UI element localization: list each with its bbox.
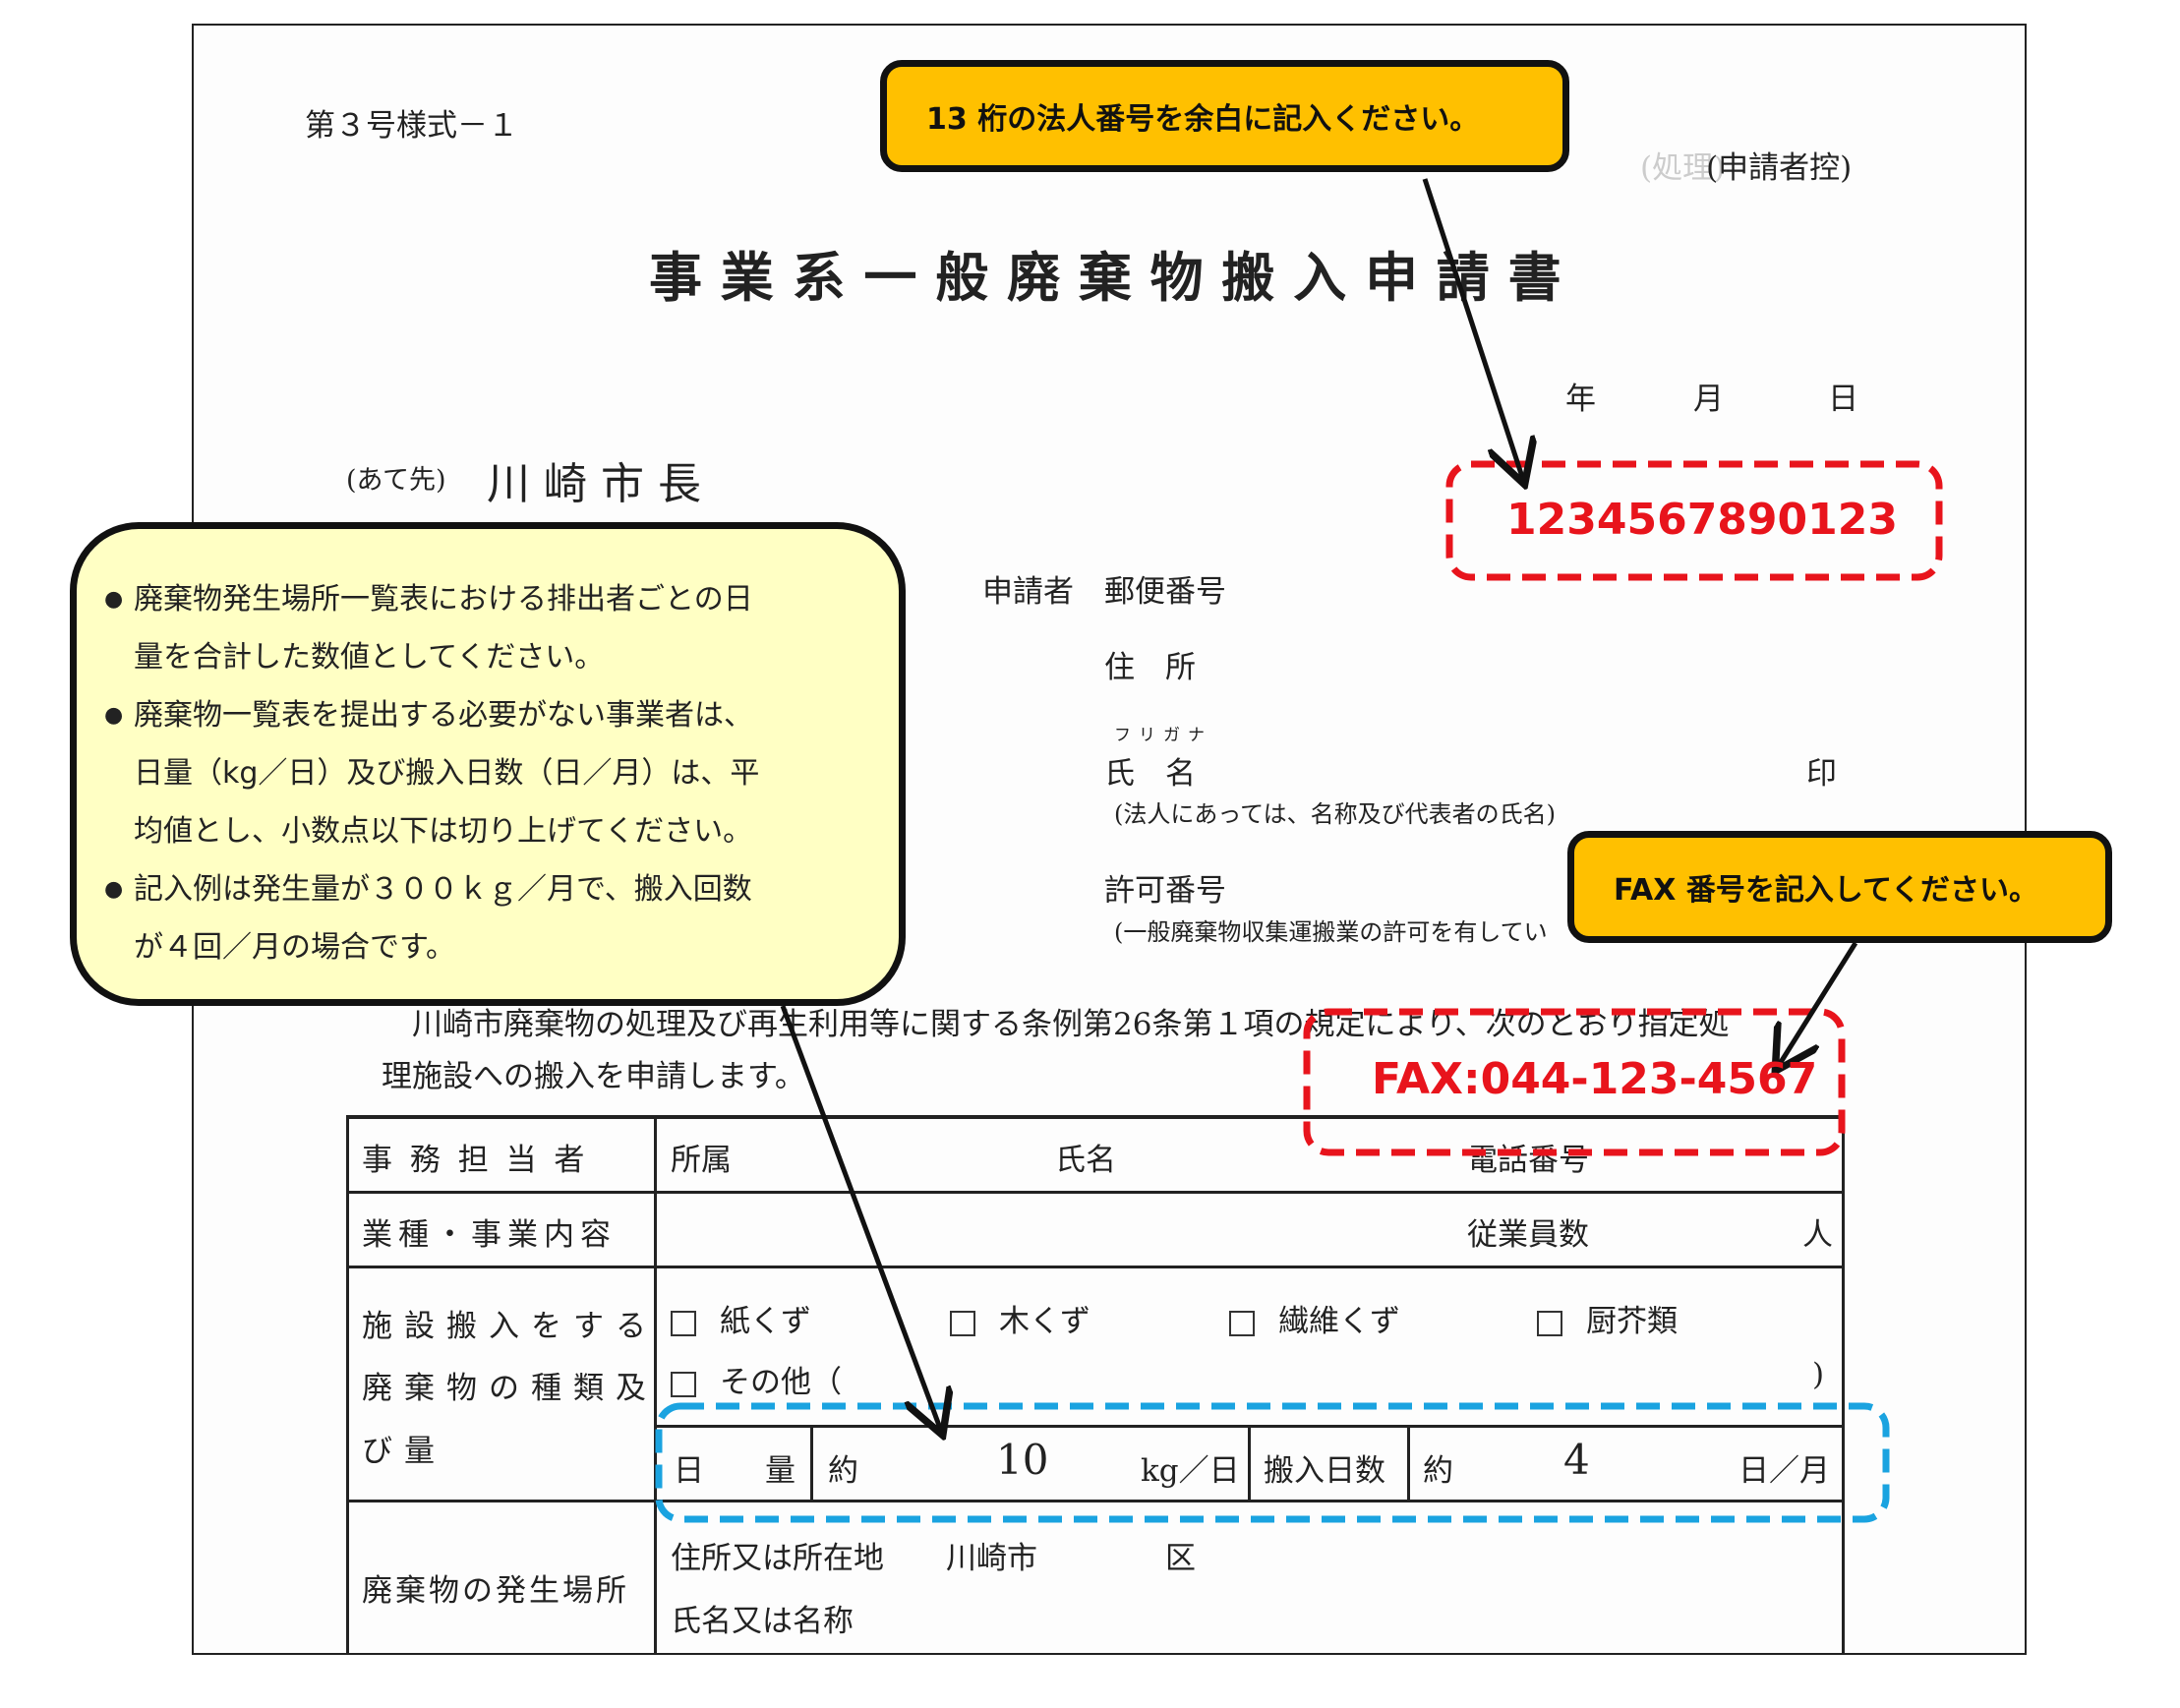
applicant-label: 申請者: [982, 574, 1074, 610]
form-number: 第３号様式－１: [305, 108, 518, 144]
days-unit: 日／月: [1738, 1453, 1830, 1489]
fax-example: FAX:044-123-4567: [1372, 1054, 1818, 1104]
origin-address-label: 住所又は所在地: [671, 1541, 884, 1576]
row-divider: [346, 1266, 1845, 1268]
table-border: [1842, 1115, 1845, 1653]
column-divider: [1248, 1425, 1251, 1500]
addressee-prefix: (あて先): [346, 465, 446, 496]
daily-approx: 約: [828, 1453, 858, 1489]
fax-callout-text: FAX 番号を記入してください。: [1614, 873, 2039, 908]
arrow-to-corp-number: [1422, 178, 1523, 480]
origin-label: 廃棄物の発生場所: [362, 1573, 629, 1609]
date-day: 日: [1828, 382, 1858, 417]
waste-type-label-1: 施設搬入をする: [362, 1309, 658, 1344]
checkbox-fiber[interactable]: 繊維くず: [1229, 1296, 1400, 1340]
paragraph-line2: 理施設への搬入を申請します。: [382, 1059, 805, 1094]
addressee: 川 崎 市 長: [487, 459, 701, 509]
furigana-label: フリガナ: [1114, 726, 1212, 745]
days-label: 搬入日数: [1264, 1453, 1385, 1489]
origin-name-label: 氏名又は名称: [671, 1604, 854, 1639]
note-line: 廃棄物発生場所一覧表における排出者ごとの日: [104, 570, 869, 628]
row-divider: [346, 1191, 1845, 1194]
origin-city: 川崎市: [946, 1541, 1037, 1576]
corp-number-example: 1234567890123: [1506, 495, 1898, 545]
address-label: 住 所: [1104, 650, 1196, 685]
origin-ward: 区: [1165, 1541, 1196, 1576]
business-label: 業種・事業内容: [362, 1217, 617, 1253]
copy-label: (申請者控): [1706, 150, 1853, 186]
name-label: 氏 名: [1104, 756, 1196, 792]
fax-callout: FAX 番号を記入してください。: [1567, 831, 2112, 943]
column-divider: [654, 1115, 657, 1653]
note-line: 量を合計した数値としてください。: [134, 640, 605, 675]
daily-unit: kg／日: [1141, 1453, 1240, 1489]
date-month: 月: [1693, 382, 1724, 417]
corp-number-callout: 13 桁の法人番号を余白に記入ください。: [880, 60, 1569, 172]
seal-label: 印: [1806, 756, 1837, 792]
note-line: 均値とし、小数点以下は切り上げてください。: [134, 814, 753, 849]
checkbox-kitchen[interactable]: 厨芥類: [1537, 1296, 1678, 1340]
waste-type-label-3: び量: [362, 1434, 446, 1469]
days-approx: 約: [1423, 1453, 1453, 1489]
checkbox-wood[interactable]: 木くず: [950, 1296, 1090, 1340]
fax-highlight-box: [1303, 1008, 1846, 1156]
instructions-note: 廃棄物発生場所一覧表における排出者ごとの日 量を合計した数値としてください。 廃…: [70, 522, 906, 1006]
column-divider: [810, 1425, 813, 1500]
daily-value[interactable]: 10: [996, 1436, 1049, 1484]
column-divider: [1407, 1425, 1410, 1500]
employees-label: 従業員数: [1467, 1217, 1589, 1253]
form-title: 事 業 系 一 般 廃 棄 物 搬 入 申 請 書: [649, 247, 1561, 309]
name-note: (法人にあっては、名称及び代表者の氏名): [1114, 800, 1557, 828]
copy-label-faded: (処理): [1640, 150, 1726, 186]
checkbox-paper[interactable]: 紙くず: [671, 1296, 811, 1340]
phone-label: 電話番号: [1467, 1143, 1589, 1178]
employees-unit: 人: [1802, 1217, 1833, 1253]
permit-label: 許可番号: [1104, 873, 1226, 909]
arrow-to-fax: [1778, 941, 1858, 1067]
permit-note: (一般廃棄物収集運搬業の許可を有してい: [1114, 918, 1548, 946]
note-line: 廃棄物一覧表を提出する必要がない事業者は、: [104, 686, 869, 744]
affiliation-label: 所属: [671, 1143, 732, 1178]
date-year: 年: [1565, 382, 1596, 417]
days-value[interactable]: 4: [1563, 1436, 1590, 1484]
checkbox-other[interactable]: その他（: [671, 1357, 842, 1401]
arrow-to-quantity: [780, 1005, 941, 1431]
table-border: [346, 1115, 1845, 1119]
quantity-highlight-box: [655, 1402, 1890, 1523]
note-line: 記入例は発生量が３００ｋｇ／月で、搬入回数: [104, 860, 869, 918]
note-line: 日量（kg／日）及び搬入日数（日／月）は、平: [134, 756, 760, 791]
daily-label: 日 量: [674, 1453, 795, 1489]
corp-number-callout-text: 13 桁の法人番号を余白に記入ください。: [926, 102, 1480, 137]
staff-name-label: 氏名: [1055, 1143, 1116, 1178]
note-line: が４回／月の場合です。: [134, 930, 455, 965]
postal-label: 郵便番号: [1104, 574, 1226, 610]
corp-number-highlight-box: [1445, 460, 1943, 581]
row-divider: [346, 1500, 1845, 1502]
other-close: ): [1812, 1357, 1825, 1392]
table-border: [346, 1115, 349, 1653]
waste-type-label-2: 廃棄物の種類及: [362, 1371, 658, 1406]
staff-label: 事 務 担 当 者: [362, 1143, 589, 1178]
